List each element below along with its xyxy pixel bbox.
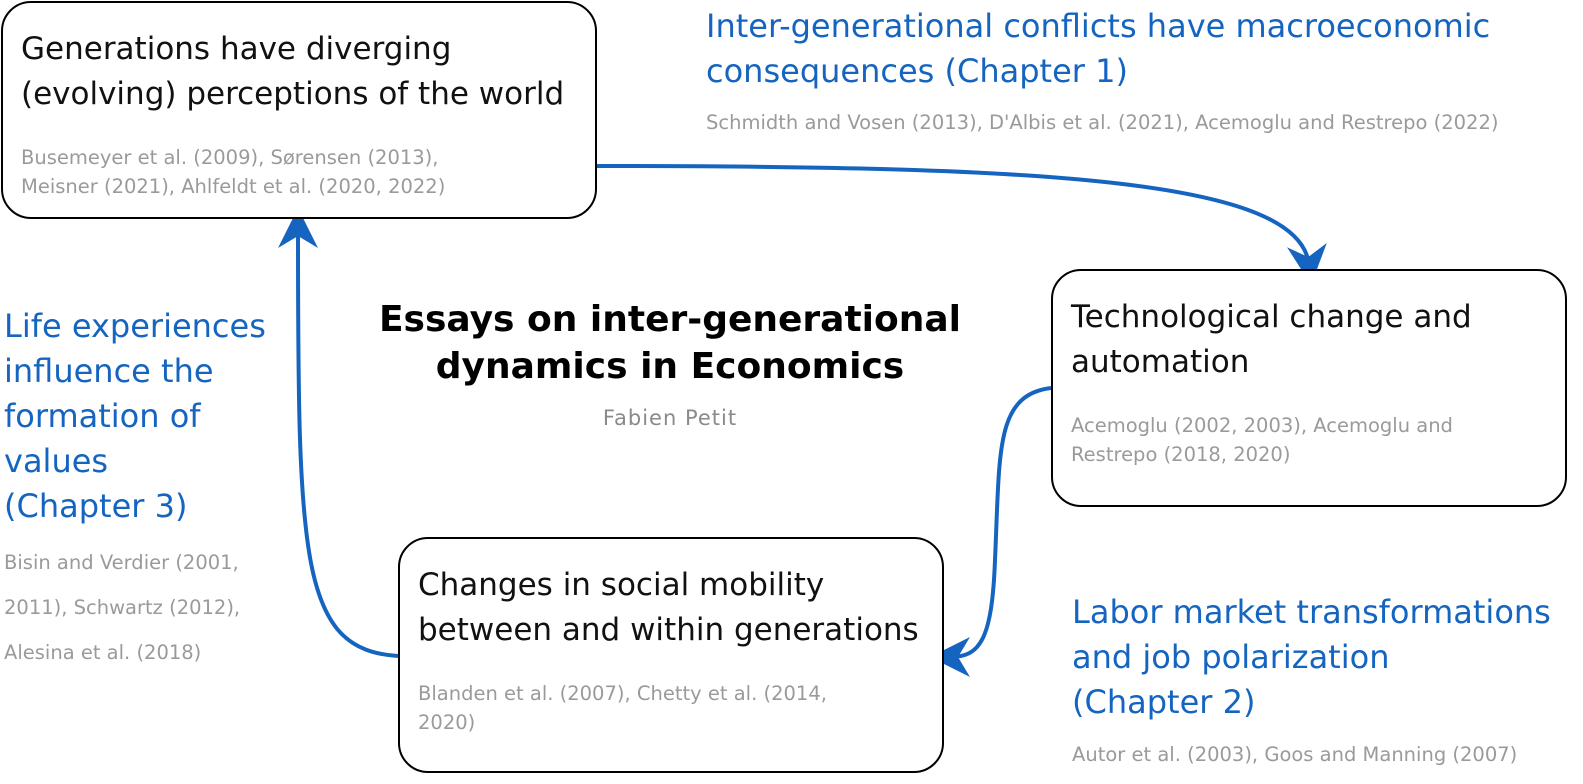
diagram-title: Essays on inter-generational dynamics in… bbox=[378, 299, 962, 387]
arrow-technology-to-mobility bbox=[930, 386, 1052, 677]
arrow-mobility-to-perceptions bbox=[278, 208, 399, 658]
box-technology-refs: Acemoglu (2002, 2003), Acemoglu and Rest… bbox=[1071, 414, 1453, 466]
label-chapter2-refs: Autor et al. (2003), Goos and Manning (2… bbox=[1072, 743, 1518, 766]
label-chapter3: Life experiences influence the formation… bbox=[4, 307, 266, 525]
box-perceptions-refs: Busemeyer et al. (2009), Sørensen (2013)… bbox=[21, 146, 446, 198]
diagram-author: Fabien Petit bbox=[602, 406, 738, 430]
box-perceptions-text: Generations have diverging (evolving) pe… bbox=[21, 31, 565, 112]
box-perceptions: Generations have diverging (evolving) pe… bbox=[1, 1, 597, 219]
box-mobility-text: Changes in social mobility between and w… bbox=[418, 567, 919, 648]
box-mobility-refs: Blanden et al. (2007), Chetty et al. (20… bbox=[418, 682, 827, 734]
arrow-perceptions-to-technology bbox=[596, 164, 1327, 285]
box-technology-text: Technological change and automation bbox=[1071, 299, 1472, 380]
label-chapter1: Inter-generational conflicts have macroe… bbox=[706, 7, 1491, 90]
box-mobility: Changes in social mobility between and w… bbox=[398, 537, 944, 773]
label-chapter1-refs: Schmidth and Vosen (2013), D'Albis et al… bbox=[706, 111, 1499, 134]
label-chapter2: Labor market transformations and job pol… bbox=[1072, 593, 1551, 721]
label-chapter3-refs: Bisin and Verdier (2001, 2011), Schwartz… bbox=[4, 551, 241, 664]
box-technology: Technological change and automation Acem… bbox=[1051, 269, 1567, 507]
